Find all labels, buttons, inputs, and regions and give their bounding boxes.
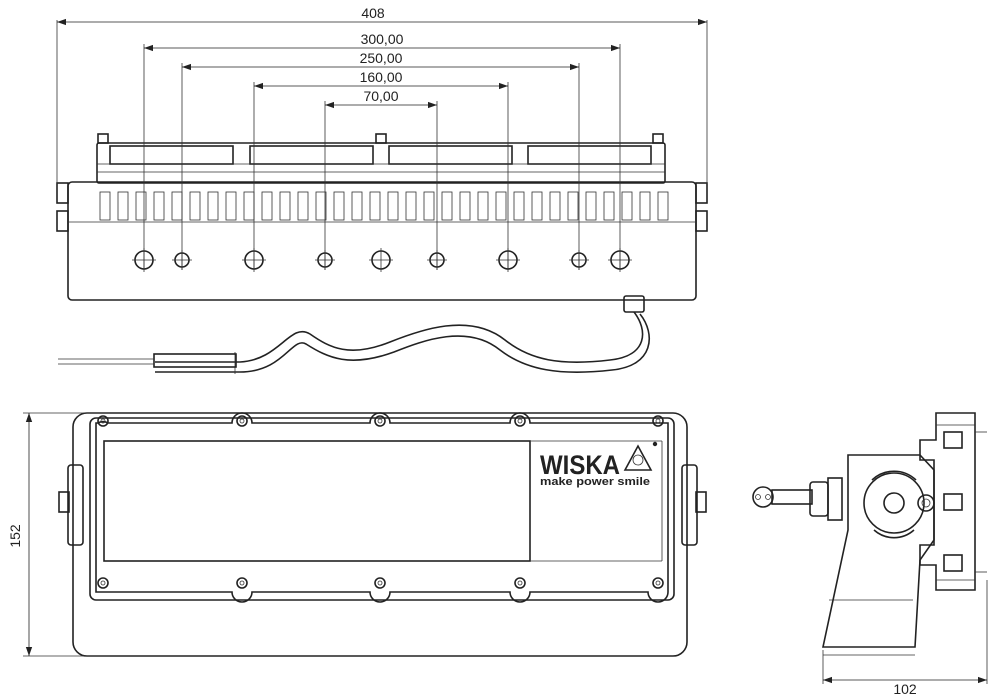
brand-name: WISKA — [540, 450, 620, 480]
fin — [657, 191, 669, 221]
screw — [236, 577, 248, 589]
fin — [459, 191, 471, 221]
side-view — [752, 412, 987, 656]
brand-slogan: make power smile — [540, 476, 650, 488]
fin — [153, 191, 165, 221]
dim-250-label: 250,00 — [360, 50, 403, 66]
dim-300-label: 300,00 — [361, 31, 404, 47]
fin — [387, 191, 399, 221]
fin — [99, 191, 111, 221]
dimension-height: 152 — [7, 412, 110, 657]
fin — [297, 191, 309, 221]
fin — [585, 191, 597, 221]
fin — [279, 191, 291, 221]
fin — [135, 191, 147, 221]
screw — [97, 415, 109, 427]
fin — [261, 191, 273, 221]
fin — [189, 191, 201, 221]
dimension-160: 160,00 — [253, 69, 509, 270]
fin — [225, 191, 237, 221]
fin — [621, 191, 633, 221]
fin — [117, 191, 129, 221]
dim-152-label: 152 — [7, 524, 23, 548]
screw — [652, 577, 664, 589]
fin — [333, 191, 345, 221]
fin — [441, 191, 453, 221]
screw — [652, 415, 664, 427]
fin — [567, 191, 579, 221]
wiska-logo-icon — [623, 444, 653, 471]
fin — [603, 191, 615, 221]
dimension-overall-width: 408 — [56, 5, 708, 184]
fin — [639, 191, 651, 221]
dimension-depth: 102 — [822, 580, 988, 697]
fin — [405, 191, 417, 221]
screw — [514, 415, 526, 427]
mounting-hole — [369, 248, 393, 272]
dim-408-label: 408 — [361, 5, 385, 21]
dimension-250: 250,00 — [181, 50, 580, 270]
mounting-holes — [132, 248, 632, 272]
frame-screws — [97, 415, 664, 589]
dim-160-label: 160,00 — [360, 69, 403, 85]
screw — [97, 577, 109, 589]
screw — [374, 415, 386, 427]
top-view — [56, 133, 708, 374]
fin — [477, 191, 489, 221]
fin — [369, 191, 381, 221]
fin — [315, 191, 327, 221]
dim-102-label: 102 — [893, 681, 917, 697]
cooling-fins — [99, 191, 669, 221]
screw — [374, 577, 386, 589]
fin — [495, 191, 507, 221]
dim-70-label: 70,00 — [363, 88, 398, 104]
fin — [207, 191, 219, 221]
fin — [549, 191, 561, 221]
dimension-70: 70,00 — [324, 88, 438, 270]
fin — [513, 191, 525, 221]
fin — [423, 191, 435, 221]
fin — [351, 191, 363, 221]
fin — [243, 191, 255, 221]
fin — [171, 191, 183, 221]
screw — [236, 415, 248, 427]
dimension-300: 300,00 — [143, 31, 621, 270]
fin — [531, 191, 543, 221]
screw — [514, 577, 526, 589]
front-view: WISKA make power smile — [58, 412, 707, 657]
